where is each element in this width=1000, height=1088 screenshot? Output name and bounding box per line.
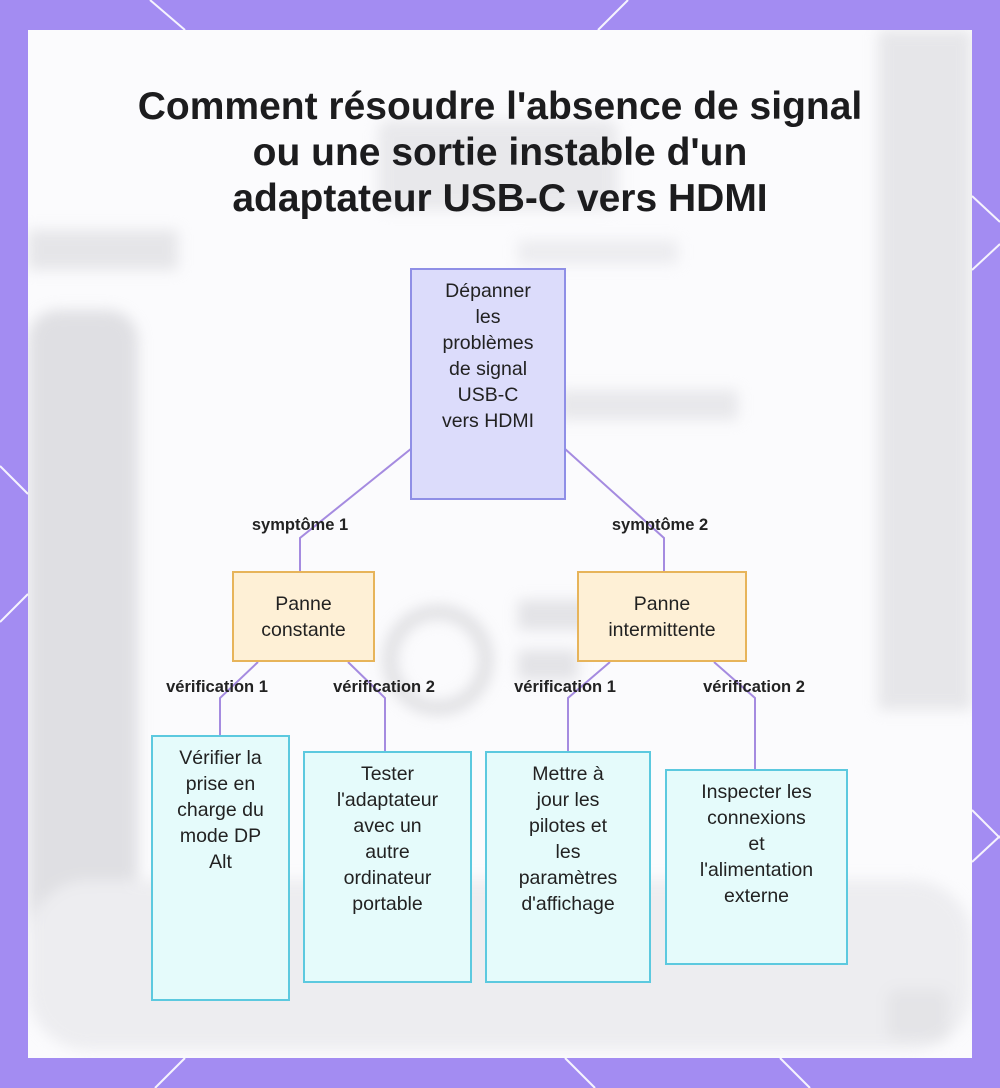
edge-label-check-1-2: vérification 2 xyxy=(333,678,435,697)
check-node-1-1: Vérifier la prise en charge du mode DP A… xyxy=(151,735,290,1001)
edge-label-check-2-2: vérification 2 xyxy=(703,678,805,697)
check-node-1-2: Tester l'adaptateur avec un autre ordina… xyxy=(303,751,472,983)
edge-constante-to-check-1 xyxy=(220,662,258,735)
edge-intermittente-to-check-1 xyxy=(568,662,610,751)
check-node-2-2: Inspecter les connexions et l'alimentati… xyxy=(665,769,848,965)
edge-label-symptom-2: symptôme 2 xyxy=(612,516,708,535)
edge-label-check-2-1: vérification 1 xyxy=(514,678,616,697)
symptom-node-2: Panne intermittente xyxy=(577,571,747,662)
edge-root-to-panne-intermittente xyxy=(564,448,664,571)
diagram-card: Comment résoudre l'absence de signal ou … xyxy=(28,30,972,1058)
edge-root-to-panne-constante xyxy=(300,448,412,571)
edge-label-symptom-1: symptôme 1 xyxy=(252,516,348,535)
symptom-node-1: Panne constante xyxy=(232,571,375,662)
root-node: Dépanner les problèmes de signal USB-C v… xyxy=(410,268,566,500)
check-node-2-1: Mettre à jour les pilotes et les paramèt… xyxy=(485,751,651,983)
edge-constante-to-check-2 xyxy=(348,662,385,751)
edge-label-check-1-1: vérification 1 xyxy=(166,678,268,697)
